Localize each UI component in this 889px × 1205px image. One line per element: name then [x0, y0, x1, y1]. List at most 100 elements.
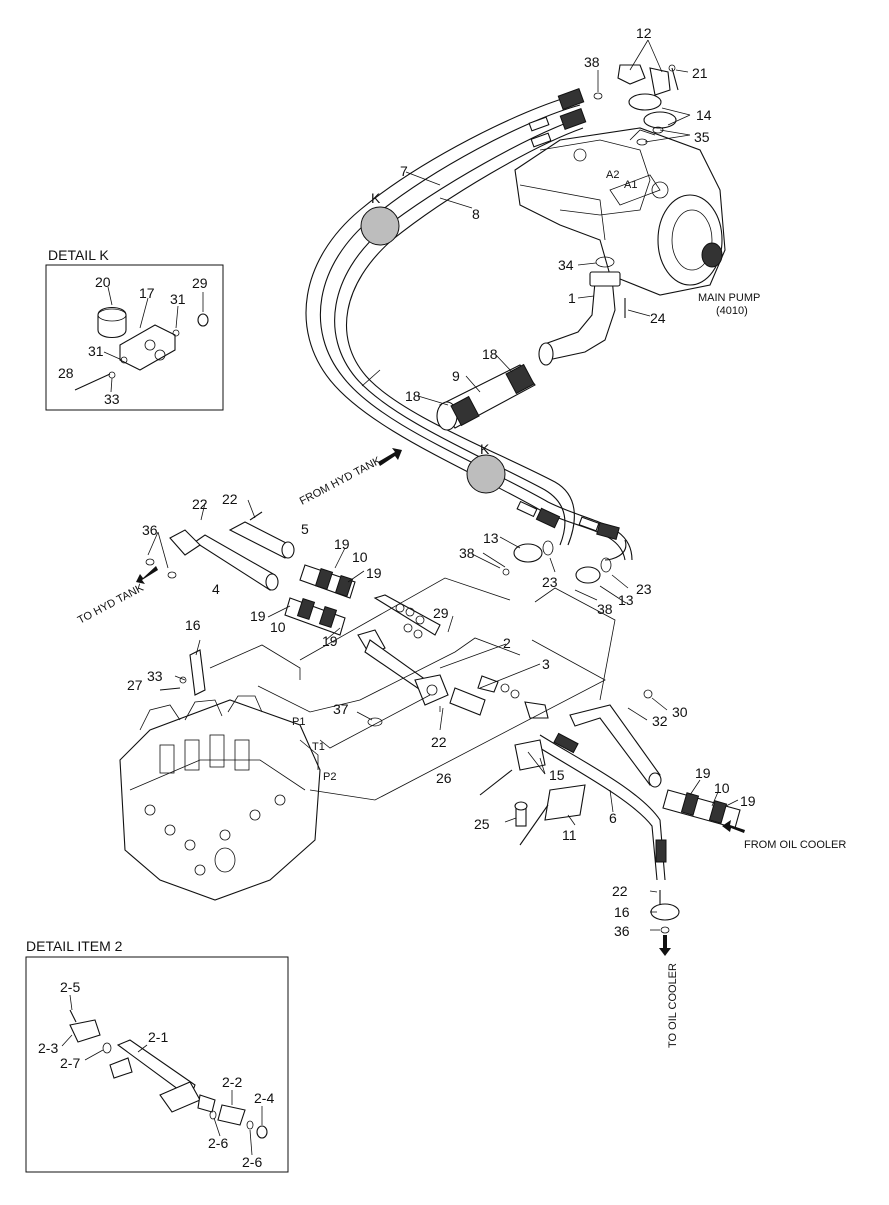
callout-k-upper: K [371, 190, 381, 206]
port-a1-label: A1 [624, 179, 637, 191]
bracket-11 [519, 784, 586, 846]
callout-18-lower: 18 [405, 388, 421, 404]
bolt-25 [514, 801, 528, 827]
callout-11: 11 [562, 827, 577, 843]
valve-fittings [357, 594, 549, 719]
detail-k-title: DETAIL K [48, 247, 109, 263]
annotation-labels: MAIN PUMP (4010) FROM HYD TANK TO HYD TA… [76, 169, 847, 1048]
detail-k-callout-29: 29 [192, 275, 208, 291]
detail-k-marker [360, 206, 400, 246]
callout-22-c: 22 [431, 734, 447, 750]
from-oil-cooler-label: FROM OIL COOLER [744, 839, 846, 851]
detail-item2-title: DETAIL ITEM 2 [26, 938, 123, 954]
detail-item2-callout-2-6b: 2-6 [242, 1154, 262, 1170]
callout-22-d: 22 [612, 883, 628, 899]
detail-k-callout-17: 17 [139, 285, 155, 301]
callout-k-lower: K [480, 441, 490, 457]
pipe-5 [228, 511, 295, 559]
to-hyd-tank-label: TO HYD TANK [76, 582, 146, 627]
arrow-to-hyd-tank [136, 566, 158, 584]
callout-2: 2 [503, 635, 511, 651]
detail-k-callout-28: 28 [58, 365, 74, 381]
callout-29: 29 [433, 605, 449, 621]
callout-16-lower: 16 [614, 904, 630, 920]
callout-7: 7 [400, 163, 408, 179]
callout-18-upper: 18 [482, 346, 498, 362]
callout-13-left: 13 [483, 530, 499, 546]
main-pump-code: (4010) [716, 305, 748, 317]
pipe-6 [534, 732, 667, 881]
arrow-to-oil-cooler [659, 935, 671, 956]
callout-labels: 1 2 3 4 5 6 7 8 9 10 10 10 11 12 13 13 1… [127, 25, 756, 939]
port-a2-label: A2 [606, 169, 619, 181]
callout-23-b: 23 [636, 581, 652, 597]
callout-36-left: 36 [142, 522, 158, 538]
callout-19-a: 19 [334, 536, 350, 552]
detail-k-callout-33: 33 [104, 391, 120, 407]
main-pump [514, 127, 726, 296]
suction-pipe-1 [538, 256, 626, 366]
main-pump-label: MAIN PUMP [698, 292, 760, 304]
flanges-13 [513, 540, 612, 584]
callout-21: 21 [692, 65, 708, 81]
detail-k-callout-20: 20 [95, 274, 111, 290]
callout-32: 32 [652, 713, 668, 729]
callout-13-right: 13 [618, 592, 634, 608]
callout-8: 8 [472, 206, 480, 222]
callout-19-e: 19 [695, 765, 711, 781]
callout-6: 6 [609, 810, 617, 826]
callout-9: 9 [452, 368, 460, 384]
pipe-3-right [569, 704, 662, 788]
detail-item2-callout-2-2: 2-2 [222, 1074, 242, 1090]
callout-19-c: 19 [250, 608, 266, 624]
detail-k-callout-31b: 31 [88, 343, 104, 359]
flange-16-lower [650, 890, 680, 934]
detail-item2-box [25, 956, 289, 1173]
callout-30: 30 [672, 704, 688, 720]
callout-10-lower: 10 [270, 619, 286, 635]
callout-37: 37 [333, 701, 349, 717]
callout-14: 14 [696, 107, 712, 123]
callout-4: 4 [212, 581, 220, 597]
callout-33: 33 [147, 668, 163, 684]
detail-k-marker [466, 454, 506, 494]
arrow-from-hyd-tank [378, 448, 402, 466]
callout-38-left: 38 [459, 545, 475, 561]
callout-34: 34 [558, 257, 574, 273]
callout-12: 12 [636, 25, 652, 41]
callout-26: 26 [436, 770, 452, 786]
port-p2-label: P2 [323, 771, 336, 783]
callout-19-f: 19 [740, 793, 756, 809]
callout-25: 25 [474, 816, 490, 832]
callout-22-b: 22 [222, 491, 238, 507]
detail-k-box [45, 264, 224, 411]
callout-22-a: 22 [192, 496, 208, 512]
pump-fittings [593, 64, 679, 146]
callout-19-b: 19 [366, 565, 382, 581]
hose-9 [436, 363, 536, 431]
detail-k-markers [360, 206, 506, 494]
pipe-4 [145, 529, 279, 591]
hose-10-upper [299, 564, 356, 599]
callout-10-upper: 10 [352, 549, 368, 565]
to-oil-cooler-label: TO OIL COOLER [667, 963, 679, 1048]
callout-23-a: 23 [542, 574, 558, 590]
callout-1: 1 [568, 290, 576, 306]
hose-7-8 [305, 88, 633, 561]
detail-k-labels: DETAIL K 20 17 31 29 31 28 33 [48, 247, 208, 407]
port-p1-label: P1 [292, 716, 305, 728]
control-valve [119, 695, 321, 901]
callout-16-left: 16 [185, 617, 201, 633]
arrow-from-oil-cooler [722, 820, 745, 833]
detail-item2-callout-2-6a: 2-6 [208, 1135, 228, 1151]
callout-19-d: 19 [322, 633, 338, 649]
flange-16-left [159, 649, 206, 696]
detail-item2-callout-2-7: 2-7 [60, 1055, 80, 1071]
detail-item2-callout-2-4: 2-4 [254, 1090, 274, 1106]
leader-lines [61, 39, 739, 1156]
detail-k-callout-31a: 31 [170, 291, 186, 307]
clamp-15 [479, 739, 546, 796]
port-t1-label: T1 [312, 741, 325, 753]
